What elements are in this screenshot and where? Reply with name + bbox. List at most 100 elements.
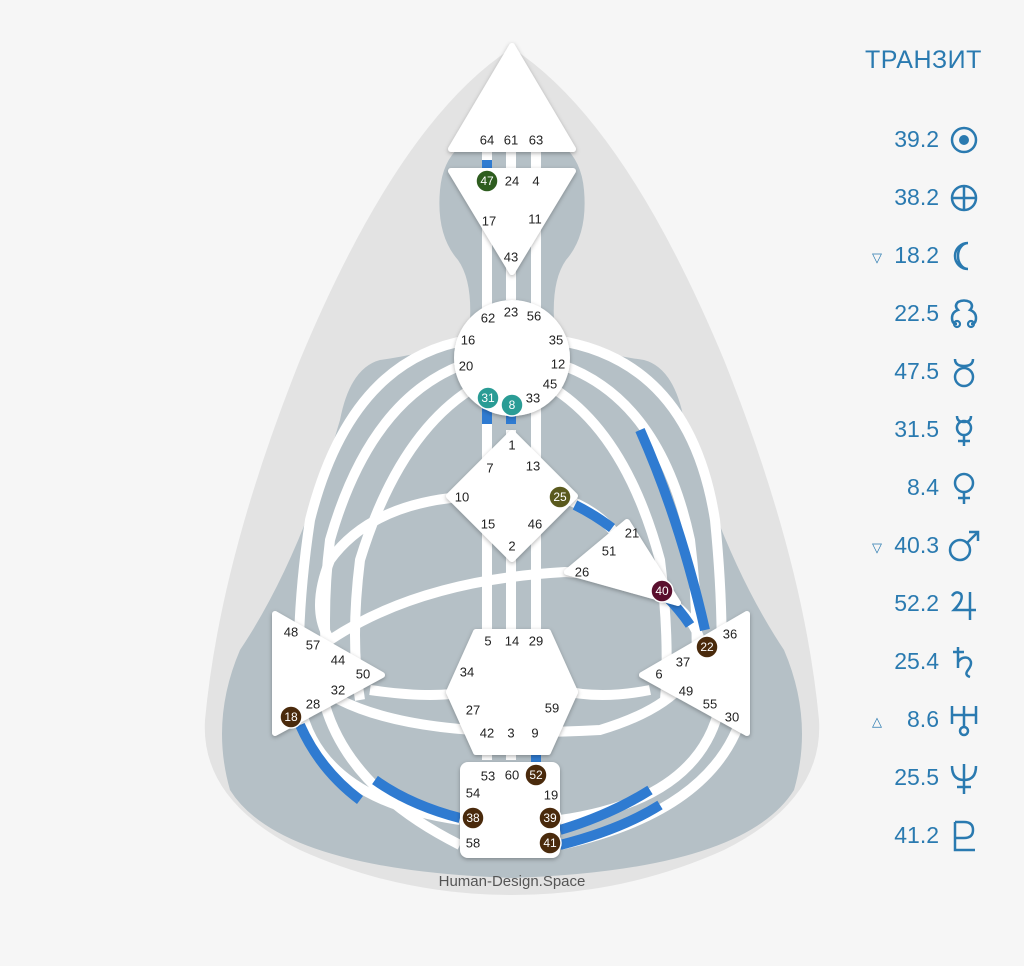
gate-4[interactable]: 4 xyxy=(532,174,539,189)
gate-53[interactable]: 53 xyxy=(481,769,495,784)
jupiter-icon[interactable] xyxy=(946,586,982,622)
pluto-icon[interactable] xyxy=(946,818,982,854)
gate-26[interactable]: 26 xyxy=(575,565,589,580)
earth-icon[interactable] xyxy=(946,180,982,216)
gate-17[interactable]: 17 xyxy=(482,214,496,229)
gate-45[interactable]: 45 xyxy=(543,377,557,392)
gate-39[interactable]: 39 xyxy=(539,807,561,829)
gate-8[interactable]: 8 xyxy=(501,394,523,416)
transit-row: ▽40.3 xyxy=(840,526,1024,566)
gate-27[interactable]: 27 xyxy=(466,703,480,718)
gate-36[interactable]: 36 xyxy=(723,627,737,642)
gate-32[interactable]: 32 xyxy=(331,683,345,698)
gate-41[interactable]: 41 xyxy=(539,832,561,854)
gate-number: 21 xyxy=(625,526,639,541)
gate-number: 22 xyxy=(700,640,714,654)
gate-23[interactable]: 23 xyxy=(504,305,518,320)
gate-37[interactable]: 37 xyxy=(676,655,690,670)
gate-25[interactable]: 25 xyxy=(549,486,571,508)
gate-15[interactable]: 15 xyxy=(481,517,495,532)
gate-44[interactable]: 44 xyxy=(331,653,345,668)
gate-62[interactable]: 62 xyxy=(481,311,495,326)
gate-number: 11 xyxy=(528,212,542,227)
gate-9[interactable]: 9 xyxy=(531,726,538,741)
moon-icon[interactable] xyxy=(946,238,982,274)
gate-33[interactable]: 33 xyxy=(526,391,540,406)
gate-21[interactable]: 21 xyxy=(625,526,639,541)
gate-number: 63 xyxy=(529,133,543,148)
saturn-icon[interactable] xyxy=(946,644,982,680)
gate-number: 18 xyxy=(284,710,298,724)
gate-29[interactable]: 29 xyxy=(529,634,543,649)
gate-64[interactable]: 64 xyxy=(480,133,494,148)
gate-54[interactable]: 54 xyxy=(466,786,480,801)
gate-3[interactable]: 3 xyxy=(507,726,514,741)
gate-55[interactable]: 55 xyxy=(703,697,717,712)
venus-icon[interactable] xyxy=(946,470,982,506)
gate-48[interactable]: 48 xyxy=(284,625,298,640)
gate-7[interactable]: 7 xyxy=(486,461,493,476)
gate-number: 52 xyxy=(529,768,543,782)
gate-number: 53 xyxy=(481,769,495,784)
gate-50[interactable]: 50 xyxy=(356,667,370,682)
transit-row: 38.2 xyxy=(840,178,1024,218)
transit-row: 52.2 xyxy=(840,584,1024,624)
gate-43[interactable]: 43 xyxy=(504,250,518,265)
gate-10[interactable]: 10 xyxy=(455,490,469,505)
mercury-icon[interactable] xyxy=(946,412,982,448)
gate-5[interactable]: 5 xyxy=(484,634,491,649)
gate-13[interactable]: 13 xyxy=(526,459,540,474)
gate-59[interactable]: 59 xyxy=(545,701,559,716)
gate-40[interactable]: 40 xyxy=(651,580,673,602)
gate-number: 40 xyxy=(655,584,669,598)
sun-icon[interactable] xyxy=(946,122,982,158)
gate-61[interactable]: 61 xyxy=(504,133,518,148)
gate-30[interactable]: 30 xyxy=(725,710,739,725)
gate-28[interactable]: 28 xyxy=(306,697,320,712)
gate-16[interactable]: 16 xyxy=(461,333,475,348)
neptune-icon[interactable] xyxy=(946,760,982,796)
gate-24[interactable]: 24 xyxy=(505,174,519,189)
gate-58[interactable]: 58 xyxy=(466,836,480,851)
gate-63[interactable]: 63 xyxy=(529,133,543,148)
gate-22[interactable]: 22 xyxy=(696,636,718,658)
retrograde-indicator: ▽ xyxy=(870,540,884,556)
gate-number: 27 xyxy=(466,703,480,718)
gate-6[interactable]: 6 xyxy=(655,667,662,682)
planet-gate-value: 31.5 xyxy=(894,416,939,443)
gate-number: 15 xyxy=(481,517,495,532)
gate-20[interactable]: 20 xyxy=(459,359,473,374)
gate-51[interactable]: 51 xyxy=(602,544,616,559)
gate-42[interactable]: 42 xyxy=(480,726,494,741)
gate-number: 9 xyxy=(531,726,538,741)
south-node-icon[interactable] xyxy=(946,354,982,390)
gate-number: 29 xyxy=(529,634,543,649)
mars-icon[interactable] xyxy=(946,528,982,564)
gate-57[interactable]: 57 xyxy=(306,638,320,653)
transit-panel: ТРАНЗИТ 39.238.2▽18.222.547.531.58.4▽40.… xyxy=(840,0,1024,966)
uranus-icon[interactable] xyxy=(946,702,982,738)
gate-49[interactable]: 49 xyxy=(679,684,693,699)
gate-number: 24 xyxy=(505,174,519,189)
gate-1[interactable]: 1 xyxy=(508,438,515,453)
gate-12[interactable]: 12 xyxy=(551,357,565,372)
gate-31[interactable]: 31 xyxy=(477,387,499,409)
gate-19[interactable]: 19 xyxy=(544,788,558,803)
gate-18[interactable]: 18 xyxy=(280,706,302,728)
planet-gate-value: 41.2 xyxy=(894,822,939,849)
north-node-icon[interactable] xyxy=(946,296,982,332)
gate-2[interactable]: 2 xyxy=(508,539,515,554)
gate-number: 5 xyxy=(484,634,491,649)
gate-number: 39 xyxy=(543,811,557,825)
gate-14[interactable]: 14 xyxy=(505,634,519,649)
gate-56[interactable]: 56 xyxy=(527,309,541,324)
gate-52[interactable]: 52 xyxy=(525,764,547,786)
gate-number: 28 xyxy=(306,697,320,712)
gate-60[interactable]: 60 xyxy=(505,768,519,783)
gate-34[interactable]: 34 xyxy=(460,665,474,680)
gate-46[interactable]: 46 xyxy=(528,517,542,532)
gate-47[interactable]: 47 xyxy=(476,170,498,192)
gate-35[interactable]: 35 xyxy=(549,333,563,348)
gate-11[interactable]: 11 xyxy=(528,212,542,227)
gate-38[interactable]: 38 xyxy=(462,807,484,829)
